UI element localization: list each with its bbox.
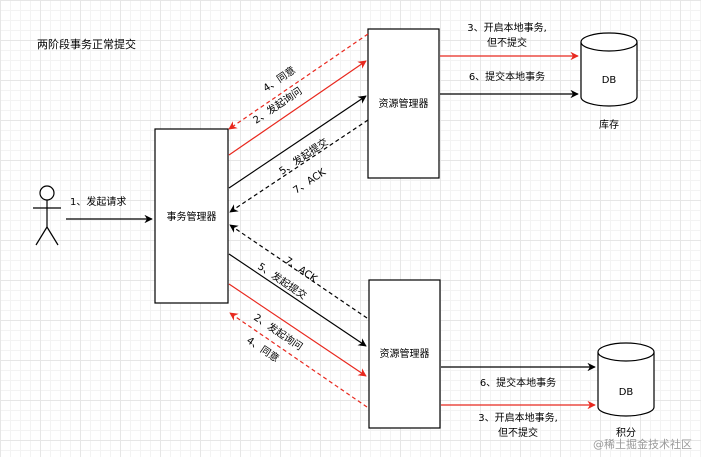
db-bottom-label: DB (619, 387, 634, 398)
bottom-local-tx-label-1: 3、开启本地事务, (478, 411, 558, 424)
top-commit-arrow (228, 95, 367, 189)
bottom-ask-arrow (228, 283, 367, 377)
bottom-agree-arrow (229, 312, 368, 408)
top-ask-arrow (228, 60, 367, 156)
top-ack-label: 7、ACK (292, 167, 329, 197)
bottom-local-tx-label-2: 但不提交 (498, 426, 538, 439)
top-agree-arrow (228, 33, 369, 130)
db-top-caption: 库存 (599, 118, 619, 131)
transaction-manager-box (154, 128, 229, 304)
db-bottom-cylinder-icon (597, 342, 655, 417)
resource-manager-bottom-label: 资源管理器 (380, 347, 430, 360)
bottom-agree-label: 4、同意 (244, 334, 281, 365)
watermark: @稀土掘金技术社区 (593, 437, 692, 451)
resource-manager-bottom-box (368, 279, 441, 429)
top-ask-label: 2、发起询问 (250, 84, 304, 126)
resource-manager-top-box (367, 28, 440, 179)
bottom-commit-local-label: 6、提交本地事务 (480, 376, 556, 389)
bottom-commit-arrow (228, 253, 367, 347)
resource-manager-top-label: 资源管理器 (379, 97, 429, 110)
transaction-manager-label: 事务管理器 (167, 210, 217, 223)
db-top-cylinder-icon (580, 32, 638, 107)
top-local-tx-label-1: 3、开启本地事务, (467, 21, 547, 34)
user-actor-icon (33, 185, 61, 246)
request-label: 1、发起请求 (70, 195, 126, 208)
diagram-title: 两阶段事务正常提交 (37, 37, 136, 51)
db-top-label: DB (602, 75, 617, 86)
top-commit-local-label: 6、提交本地事务 (469, 70, 545, 83)
top-local-tx-label-2: 但不提交 (487, 36, 527, 49)
db-bottom-caption: 积分 (616, 427, 636, 439)
